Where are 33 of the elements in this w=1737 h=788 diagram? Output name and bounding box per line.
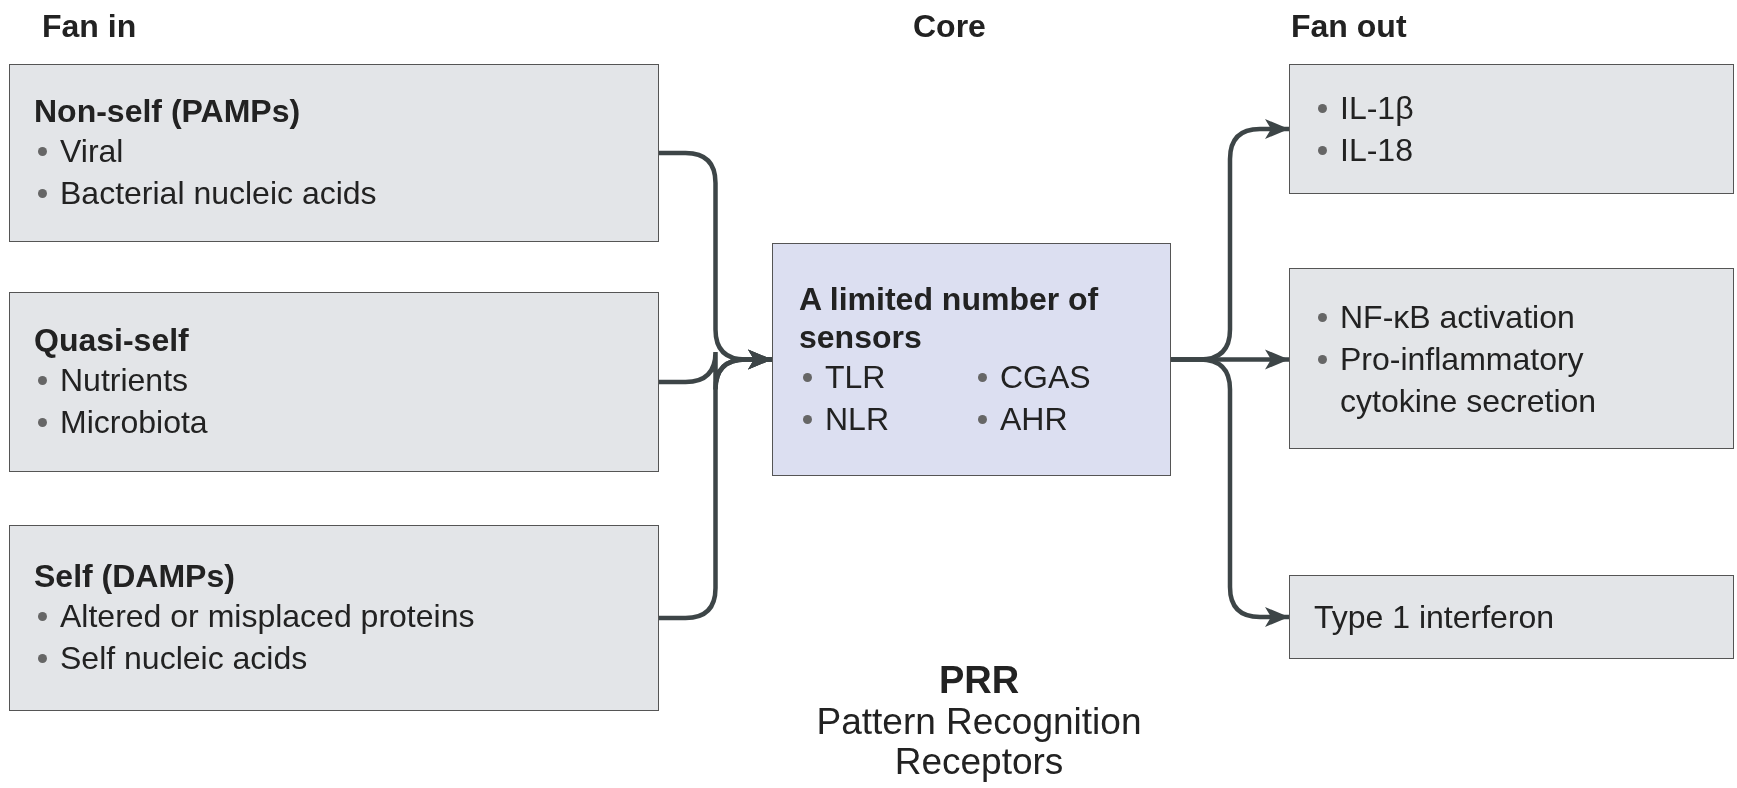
- bullet-item: NLR: [799, 397, 974, 440]
- bullet-item: IL-18: [1314, 129, 1709, 171]
- column-heading: Fan out: [1291, 8, 1407, 45]
- bullet-item: Pro-inflammatory cytokine secretion: [1314, 337, 1709, 422]
- core-box: [772, 243, 1171, 476]
- box-text: Type 1 interferon: [1314, 598, 1556, 637]
- category-box: [9, 64, 659, 242]
- box-heading: A limited number of sensors: [799, 279, 1100, 356]
- category-box: [1289, 575, 1734, 659]
- column-heading: Fan in: [42, 8, 137, 45]
- bullet-item: Self nucleic acids: [34, 637, 634, 679]
- arrow: [1171, 357, 1289, 627]
- bullet-item: IL-1β: [1314, 87, 1709, 129]
- bullet-item: NF-κB activation: [1314, 295, 1709, 338]
- category-box: [1289, 268, 1734, 449]
- bullet-item: TLR: [799, 355, 974, 398]
- category-box: [1289, 64, 1734, 194]
- bullet-item: Altered or misplaced proteins: [34, 595, 634, 637]
- column-heading: Core: [913, 8, 986, 45]
- bullet-item: Bacterial nucleic acids: [34, 172, 634, 214]
- bullet-item: AHR: [974, 397, 1149, 440]
- category-box: [9, 292, 659, 472]
- arrow: [659, 349, 772, 621]
- box-heading: Quasi-self: [34, 321, 190, 359]
- abbreviation-label: PRR: [937, 660, 1021, 700]
- bullet-item: Nutrients: [34, 359, 634, 401]
- bullet-item: Viral: [34, 130, 634, 172]
- caption-text: Pattern Recognition Receptors: [815, 702, 1143, 782]
- box-heading: Self (DAMPs): [34, 557, 236, 595]
- category-box: [9, 525, 659, 711]
- bullet-item: Microbiota: [34, 401, 634, 443]
- box-heading: Non-self (PAMPs): [34, 92, 302, 130]
- bullet-item: CGAS: [974, 355, 1149, 398]
